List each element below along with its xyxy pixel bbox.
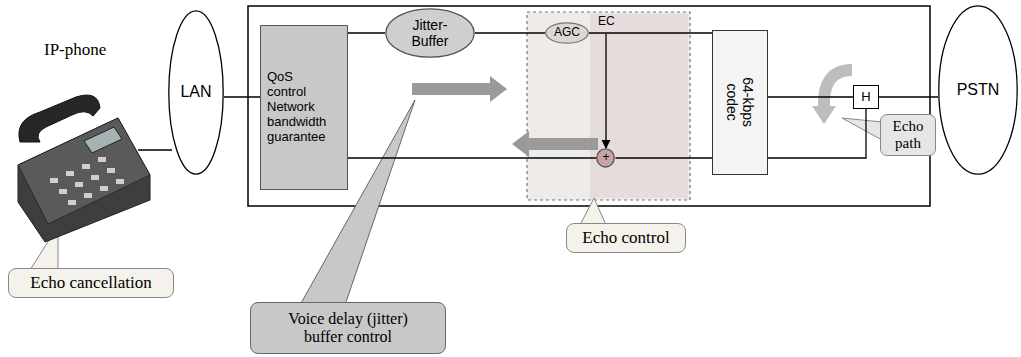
callout-pointer xyxy=(580,198,606,225)
agc-block: AGC xyxy=(545,22,589,44)
agc-block-shape xyxy=(546,23,588,43)
callout-text: Voice delay (jitter) buffer control xyxy=(268,310,428,347)
block-label: QoS control Network bandwidth guarantee xyxy=(267,70,326,145)
phone-key xyxy=(91,175,99,180)
network-name: LAN xyxy=(180,83,211,101)
echo-path-arrow xyxy=(812,106,836,124)
echo-canceller-band xyxy=(590,14,688,198)
qos-block: QoS control Network bandwidth guarantee xyxy=(260,25,348,190)
phone-cord xyxy=(138,149,172,150)
block-label: EC xyxy=(598,15,615,29)
callout-text: Echo cancellation xyxy=(30,273,151,293)
network-name: PSTN xyxy=(957,81,1000,99)
phone-key xyxy=(107,168,115,173)
callout-text: Echo control xyxy=(582,228,669,248)
echo-path-arrow xyxy=(824,70,852,108)
signal-line xyxy=(589,32,712,33)
phone-key xyxy=(82,164,90,169)
jitter-buffer-shape xyxy=(386,9,474,57)
phone-key xyxy=(100,186,108,191)
signal-line xyxy=(616,157,713,158)
network-cloud: LAN xyxy=(168,10,224,175)
network-cloud-shape xyxy=(939,6,1017,174)
phone-handset xyxy=(19,95,100,142)
phone-key xyxy=(98,157,106,162)
block-label: Jitter-Buffer xyxy=(411,17,448,49)
phone-key xyxy=(75,182,83,187)
phone-key xyxy=(59,189,67,194)
block-label: H xyxy=(861,90,870,105)
signal-line xyxy=(768,109,866,158)
echo-control-region xyxy=(527,12,690,200)
signal-line xyxy=(348,157,596,158)
sum-sign: + xyxy=(602,151,609,165)
network-cloud: PSTN xyxy=(938,5,1018,175)
summing-node: + xyxy=(596,148,615,168)
jitter-buffer: Jitter-Buffer xyxy=(385,8,475,58)
phone-key xyxy=(84,193,92,198)
callout-pointer xyxy=(842,118,882,140)
phone-key xyxy=(50,178,58,183)
hybrid-box: H xyxy=(853,85,878,109)
gateway-housing xyxy=(248,6,930,206)
flow-arrow xyxy=(512,131,598,157)
signal-line xyxy=(475,32,545,33)
signal-line xyxy=(879,96,938,97)
callout-box: Echo control xyxy=(566,223,686,253)
callout-box: Echo path xyxy=(880,114,936,157)
callout-text: Echo path xyxy=(893,118,924,153)
signal-line xyxy=(224,96,260,97)
network-cloud-shape xyxy=(169,11,223,174)
callout-box: Echo cancellation xyxy=(8,268,174,298)
phone-key xyxy=(66,171,74,176)
signal-line xyxy=(348,32,385,33)
flow-arrow xyxy=(412,76,507,102)
signal-line xyxy=(768,96,853,97)
block-label: 64-kbps codec xyxy=(724,63,756,143)
device-label: IP-phone xyxy=(44,40,106,60)
phone-key xyxy=(116,179,124,184)
block-label: AGC xyxy=(554,26,580,40)
phone-display xyxy=(84,127,122,153)
callout-box: Voice delay (jitter) buffer control xyxy=(250,302,446,354)
summing-node-shape xyxy=(597,149,614,167)
phone-keypad xyxy=(50,157,124,205)
ec-arrow xyxy=(605,34,606,148)
codec-block: 64-kbps codec xyxy=(712,30,768,175)
phone-key xyxy=(68,200,76,205)
